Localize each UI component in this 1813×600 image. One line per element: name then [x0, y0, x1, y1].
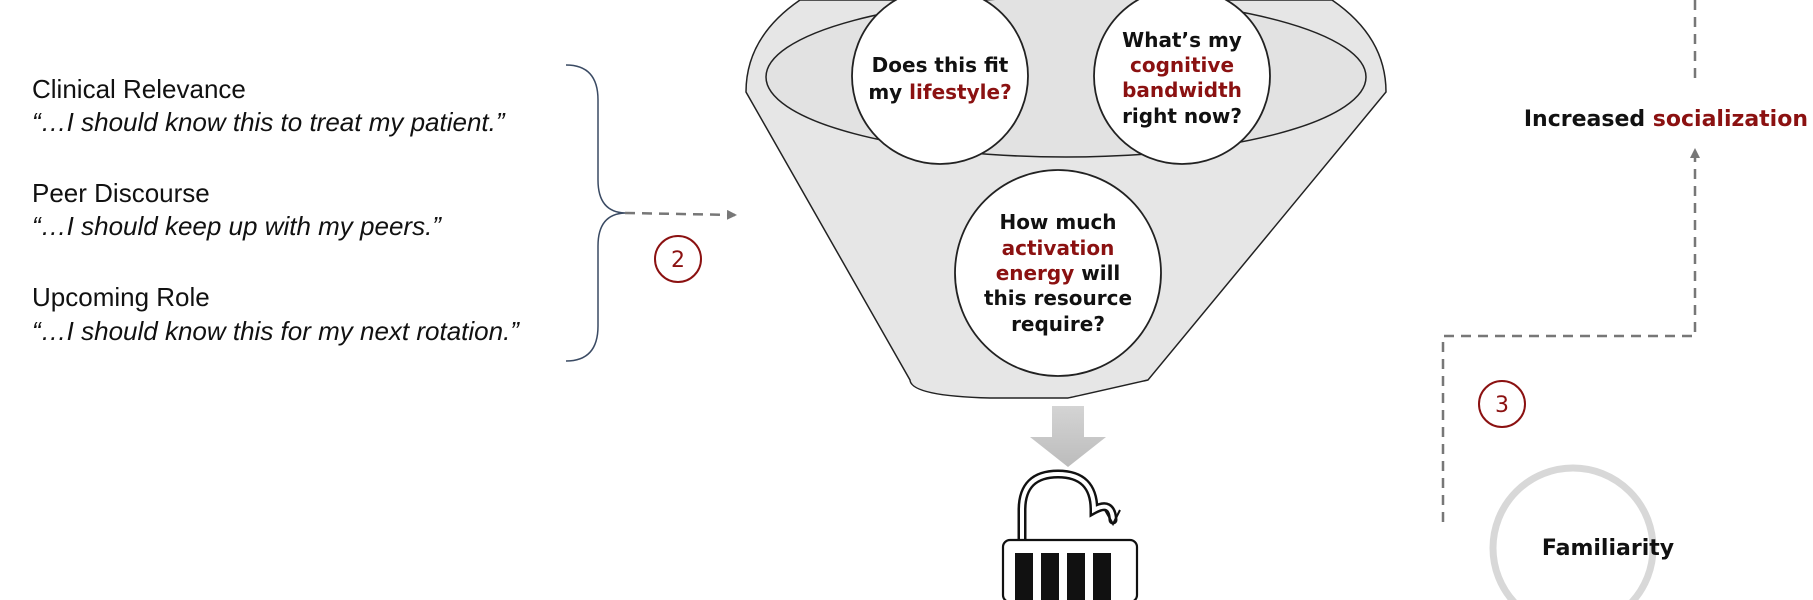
question-accent: lifestyle?	[909, 80, 1012, 104]
question-line: my lifestyle?	[868, 80, 1011, 104]
motivation-quote: “…I should know this to treat my patient…	[32, 107, 506, 137]
dashed-arrow-to-funnel	[624, 209, 737, 220]
step-3-badge: 3	[1478, 380, 1526, 428]
motivation-title: Upcoming Role	[32, 282, 210, 312]
motivation-quote: “…I should keep up with my peers.”	[32, 211, 442, 241]
down-arrow-icon	[1030, 406, 1106, 467]
question-accent: cognitive	[1130, 53, 1234, 77]
question-line: right now?	[1122, 104, 1242, 128]
step-number: 3	[1495, 393, 1509, 418]
question-accent: energy	[996, 261, 1075, 285]
dashed-path-to-outcome	[1441, 148, 1700, 522]
familiarity-node: Familiarity	[1489, 464, 1674, 600]
question-line: energy will	[996, 261, 1121, 285]
question-line: this resource	[984, 286, 1132, 310]
question-line: How much	[999, 210, 1116, 234]
question-line: Does this fit	[872, 53, 1009, 77]
question-plain: will	[1074, 261, 1120, 285]
question-activation-energy: How much activation energy will this res…	[954, 169, 1162, 377]
question-accent: bandwidth	[1122, 78, 1242, 102]
outcome-label: Increased socialization	[1524, 107, 1808, 132]
motivation-title: Peer Discourse	[32, 178, 210, 208]
step-2-badge: 2	[654, 235, 702, 283]
question-line: require?	[1011, 312, 1105, 336]
question-lifestyle: Does this fit my lifestyle?	[851, 0, 1029, 165]
motivations-list: Clinical Relevance “…I should know this …	[32, 74, 520, 346]
motivation-title: Clinical Relevance	[32, 74, 246, 104]
motivation-upcoming-role: Upcoming Role “…I should know this for m…	[32, 282, 520, 346]
motivation-clinical-relevance: Clinical Relevance “…I should know this …	[32, 74, 506, 137]
question-plain: my	[868, 80, 909, 104]
outcome-accent: socialization	[1653, 107, 1808, 132]
question-line: What’s my	[1122, 28, 1242, 52]
outcome-plain: Increased	[1524, 107, 1653, 132]
step-number: 2	[671, 248, 685, 273]
question-accent: activation	[1002, 236, 1115, 260]
motivation-peer-discourse: Peer Discourse “…I should keep up with m…	[32, 178, 442, 241]
question-bandwidth: What’s my cognitive bandwidth right now?	[1093, 0, 1271, 165]
grouping-brace	[565, 64, 626, 362]
motivation-quote: “…I should know this for my next rotatio…	[32, 316, 520, 346]
socialization-pathway	[1441, 0, 1700, 522]
unlocked-padlock-icon	[1001, 469, 1139, 600]
familiarity-label: Familiarity	[1542, 536, 1674, 561]
